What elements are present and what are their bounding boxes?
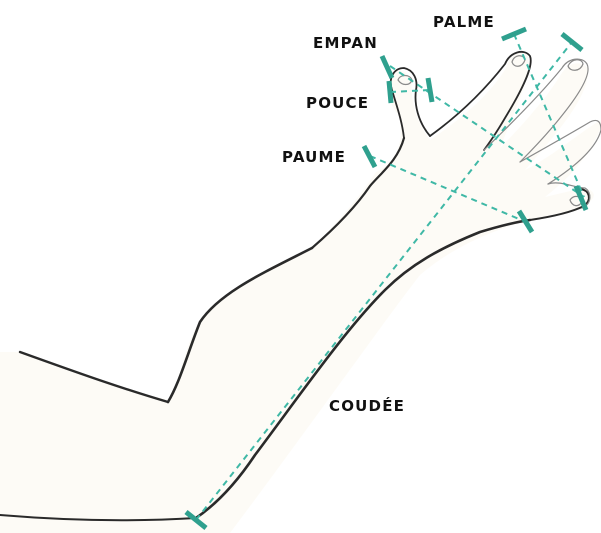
- label-empan: EMPAN: [313, 34, 378, 52]
- label-palme: PALME: [433, 13, 495, 31]
- arm-hand-drawing: [0, 52, 601, 533]
- label-coudee: COUDÉE: [329, 396, 405, 415]
- pouce-tick-left: [389, 81, 391, 103]
- label-paume: PAUME: [282, 148, 346, 166]
- palme-tick-top: [502, 29, 526, 39]
- label-pouce: POUCE: [306, 94, 369, 112]
- pouce-tick-right: [428, 78, 432, 102]
- coudee-tick-top: [562, 34, 582, 50]
